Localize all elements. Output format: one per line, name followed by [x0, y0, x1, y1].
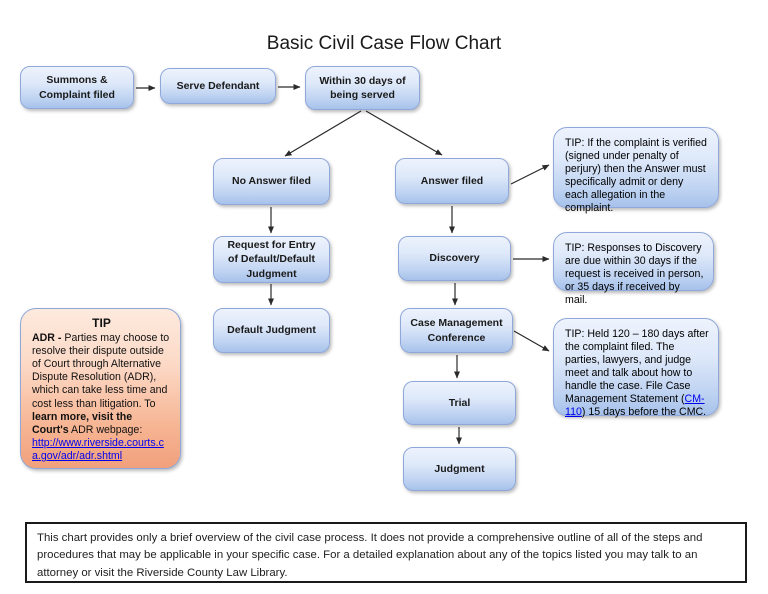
flow-node-trial: Trial	[403, 381, 516, 425]
page-title: Basic Civil Case Flow Chart	[266, 33, 502, 54]
flow-node-answer-filed: Answer filed	[395, 158, 509, 204]
adr-webpage-link[interactable]: http://www.riverside.courts.ca.gov/adr/a…	[32, 436, 164, 462]
tip-adr-bold-mid: learn more, visit the Court's	[32, 410, 133, 436]
tip-adr: TIP ADR - Parties may choose to resolve …	[20, 308, 181, 469]
flow-node-label: Within 30 days of being served	[319, 74, 406, 101]
tip-case-management: TIP: Held 120 – 180 days after the compl…	[553, 318, 719, 418]
tip-text: TIP: Responses to Discovery are due with…	[565, 242, 704, 306]
flow-node-label: Judgment	[434, 462, 485, 475]
flow-node-serve-defendant: Serve Defendant	[160, 68, 276, 104]
tip-adr-text-end: ADR webpage:	[68, 423, 143, 436]
arrow-within30-to-no-answer	[284, 110, 362, 157]
flow-node-request-entry-default: Request for Entry of Default/Default Jud…	[213, 236, 330, 283]
tip-discovery-responses: TIP: Responses to Discovery are due with…	[553, 232, 714, 306]
flow-node-label: Default Judgment	[227, 324, 316, 337]
flow-node-discovery: Discovery	[398, 236, 511, 281]
tip-adr-body: ADR - Parties may choose to resolve thei…	[32, 332, 171, 463]
flow-node-label: Case Management Conference	[410, 317, 503, 344]
flow-node-default-judgment: Default Judgment	[213, 308, 330, 353]
flow-node-label: Answer filed	[420, 174, 484, 187]
flow-node-label: Trial	[448, 396, 471, 409]
flow-node-label: Discovery	[429, 252, 480, 265]
arrow-answer-to-tip	[510, 164, 550, 185]
tip-adr-text: Parties may choose to resolve their disp…	[32, 331, 170, 410]
cm-110-link[interactable]: CM-110	[565, 392, 705, 418]
flow-node-summons-complaint: Summons & Complaint filed	[20, 66, 134, 109]
flow-node-no-answer-filed: No Answer filed	[213, 158, 330, 205]
arrow-within30-to-answer	[365, 110, 443, 156]
tip-text: ) 15 days before the CMC.	[581, 405, 707, 418]
flow-node-label: Request for Entry of Default/Default Jud…	[227, 239, 316, 280]
tip-adr-heading: TIP	[92, 316, 111, 330]
flow-node-label: Summons & Complaint filed	[39, 74, 115, 101]
tip-text: TIP: If the complaint is verified (signe…	[565, 137, 707, 214]
flow-node-label: Serve Defendant	[176, 79, 260, 92]
arrow-cmc-to-tip	[513, 330, 550, 352]
disclaimer-box: This chart provides only a brief overvie…	[25, 522, 747, 583]
flow-node-label: No Answer filed	[232, 175, 311, 188]
flow-node-within-30-days: Within 30 days of being served	[305, 66, 420, 110]
tip-answer-verified: TIP: If the complaint is verified (signe…	[553, 127, 719, 214]
flow-node-case-management-conference: Case Management Conference	[400, 308, 513, 353]
tip-adr-bold-lead: ADR -	[32, 331, 62, 344]
disclaimer-text: This chart provides only a brief overvie…	[37, 532, 703, 579]
flow-node-judgment: Judgment	[403, 447, 516, 491]
tip-text: TIP: Held 120 – 180 days after the compl…	[565, 328, 709, 405]
